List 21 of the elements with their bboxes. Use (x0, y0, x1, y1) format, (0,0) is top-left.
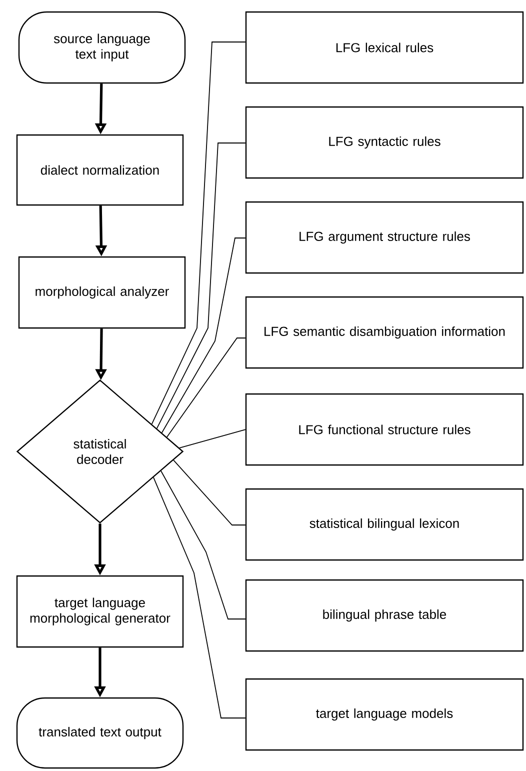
process-box: target language models (245, 678, 524, 751)
connector-line (173, 460, 246, 526)
process-box: LFG syntactic rules (245, 106, 524, 179)
connector-line (156, 142, 246, 429)
connector-line (161, 238, 246, 434)
process-box: target language morphological generator (16, 575, 184, 648)
process-box: LFG lexical rules (245, 11, 524, 84)
connector-line (153, 477, 246, 718)
process-box: LFG semantic disambiguation information (245, 296, 524, 369)
connector-line (160, 470, 246, 620)
process-box: LFG functional structure rules (245, 393, 524, 466)
process-box: dialect normalization (16, 134, 184, 206)
connector-line (178, 429, 246, 448)
process-box: morphological analyzer (18, 256, 186, 329)
connector-line (151, 42, 246, 425)
terminal-box: translated text output (16, 697, 184, 769)
connector-line (166, 338, 246, 438)
process-box: bilingual phrase table (245, 579, 524, 652)
process-box: LFG argument structure rules (245, 201, 524, 274)
process-box: statistical bilingual lexicon (245, 488, 524, 561)
terminal-box: source language text input (18, 11, 186, 84)
